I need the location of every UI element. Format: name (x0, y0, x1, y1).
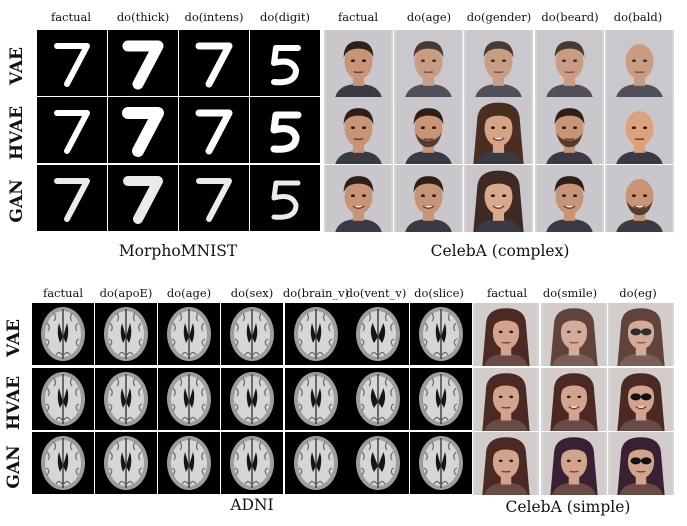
mnist-digit-image (37, 30, 107, 96)
celeba-face-image (464, 30, 533, 97)
mri-slice-image (158, 432, 220, 494)
mri-slice-image (158, 368, 220, 430)
mri-slice-image (285, 368, 347, 430)
row-label: HVAE (7, 105, 27, 161)
celeba-face-image (394, 30, 463, 97)
celeba-face-image (464, 97, 533, 164)
celeba-face-image (608, 432, 674, 495)
celeba-face-image (464, 165, 533, 232)
column-header: do(digit) (260, 10, 310, 24)
row-label: GAN (4, 445, 24, 489)
celeba-face-image (473, 303, 539, 366)
mri-slice-image (158, 303, 220, 365)
mnist-digit-image (179, 30, 249, 96)
mri-slice-image (410, 432, 472, 494)
celeba-face-image (324, 165, 393, 232)
column-header: do(age) (166, 286, 212, 300)
column-header: factual (337, 10, 379, 24)
column-header: do(beard) (541, 10, 599, 24)
column-header: do(brain_v) (282, 286, 350, 300)
celeba-face-image (608, 303, 674, 366)
mnist-digit-image (179, 97, 249, 163)
celeba-face-image (535, 97, 604, 164)
mnist-digit-image (250, 97, 320, 163)
column-header: do(intens) (184, 10, 244, 24)
mri-slice-image (32, 368, 94, 430)
celeba-face-image (608, 368, 674, 431)
celeba-face-image (541, 368, 607, 431)
panel-caption: MorphoMNIST (118, 242, 238, 260)
column-header: do(gender) (466, 10, 532, 24)
mri-slice-image (285, 432, 347, 494)
column-header: do(apoE) (99, 286, 153, 300)
mnist-digit-image (108, 165, 178, 231)
mri-slice-image (95, 368, 157, 430)
mri-slice-image (221, 368, 283, 430)
mri-slice-image (347, 303, 409, 365)
celeba-face-image (394, 97, 463, 164)
mri-slice-image (410, 368, 472, 430)
mri-slice-image (221, 303, 283, 365)
celeba-face-image (535, 165, 604, 232)
mri-slice-image (32, 432, 94, 494)
mnist-digit-image (179, 165, 249, 231)
column-header: do(smile) (542, 286, 598, 300)
celeba-face-image (324, 30, 393, 97)
mnist-digit-image (108, 97, 178, 163)
row-label: HVAE (4, 375, 24, 431)
celeba-face-image (605, 97, 674, 164)
mri-slice-image (285, 303, 347, 365)
celeba-face-image (605, 165, 674, 232)
mri-slice-image (95, 303, 157, 365)
celeba-face-image (394, 165, 463, 232)
column-header: do(thick) (116, 10, 170, 24)
mnist-digit-image (37, 165, 107, 231)
celeba-face-image (324, 97, 393, 164)
mri-slice-image (347, 432, 409, 494)
column-header: factual (50, 10, 92, 24)
celeba-face-image (473, 432, 539, 495)
column-header: do(bald) (613, 10, 663, 24)
column-header: do(sex) (230, 286, 274, 300)
mri-slice-image (410, 303, 472, 365)
column-header: do(vent_v) (345, 286, 407, 300)
celeba-face-image (535, 30, 604, 97)
column-header: factual (486, 286, 528, 300)
celeba-face-image (605, 30, 674, 97)
column-header: do(age) (406, 10, 452, 24)
row-label: VAE (7, 46, 27, 86)
mri-slice-image (347, 368, 409, 430)
panel-caption: CelebA (complex) (430, 242, 570, 260)
mnist-digit-image (250, 30, 320, 96)
mnist-digit-image (108, 30, 178, 96)
column-header: factual (42, 286, 84, 300)
row-label: VAE (4, 318, 24, 358)
mri-slice-image (221, 432, 283, 494)
row-label: GAN (7, 179, 27, 223)
mnist-digit-image (250, 165, 320, 231)
celeba-face-image (473, 368, 539, 431)
celeba-face-image (541, 432, 607, 495)
mnist-digit-image (37, 97, 107, 163)
mri-slice-image (32, 303, 94, 365)
celeba-face-image (541, 303, 607, 366)
panel-caption: ADNI (230, 496, 274, 514)
column-header: do(eg) (619, 286, 657, 300)
column-header: do(slice) (414, 286, 464, 300)
panel-caption: CelebA (simple) (505, 498, 631, 516)
mri-slice-image (95, 432, 157, 494)
